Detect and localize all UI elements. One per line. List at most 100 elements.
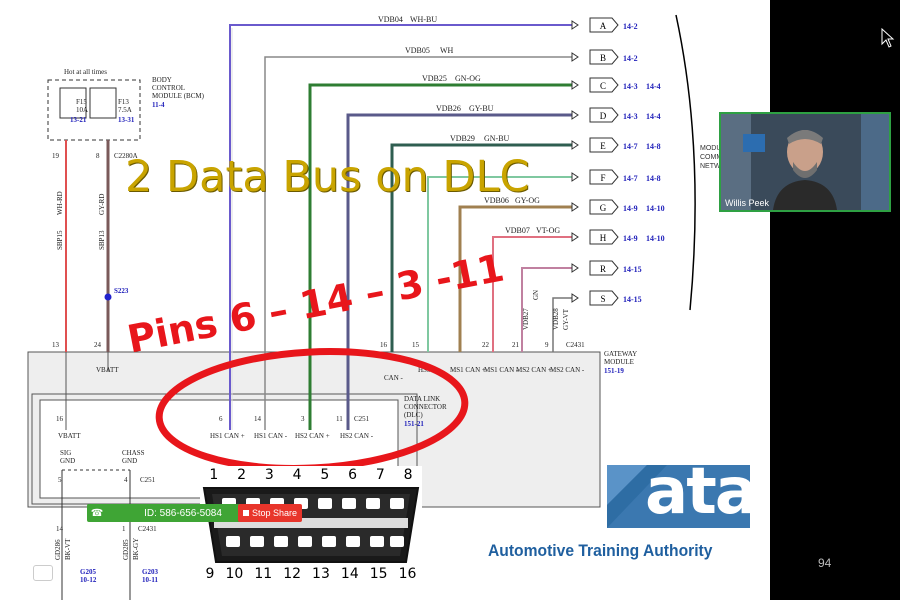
gw-pin-16: 16: [380, 341, 388, 349]
ref-f1: 14-7: [623, 174, 638, 183]
gw-vbatt: VBATT: [96, 366, 119, 374]
dlc-connector: C251: [354, 415, 370, 423]
dlc-pin-11: 11: [336, 415, 343, 423]
g203-ref: 10-11: [142, 576, 158, 584]
gd285-label: GD285: [122, 539, 130, 560]
ref-e1: 14-7: [623, 142, 638, 151]
label-vdb26: VDB26: [436, 104, 461, 113]
obd-pin-num: 5: [320, 467, 330, 483]
ref-c2: 14-4: [646, 82, 661, 91]
bcm-title-1: BODY: [152, 76, 172, 84]
gnd-pin-14: 14: [56, 525, 64, 533]
wire-vdb26: [346, 113, 575, 430]
dlc-hs2-plus: HS2 CAN +: [295, 432, 330, 440]
g205-label: G205: [80, 568, 96, 576]
letter-g: G: [600, 203, 607, 213]
connector-letter-boxes: [589, 17, 619, 306]
dlc-title-1: DATA LINK: [404, 395, 440, 403]
gw-pin-24: 24: [94, 341, 102, 349]
wire-vdb25: [308, 83, 575, 430]
ref-s: 14-15: [623, 295, 642, 304]
gw-pin-13: 13: [52, 341, 60, 349]
wire-vdb05: [264, 56, 575, 430]
wire-vdb07: [492, 236, 575, 352]
gw-ms1-minus: MS1 CAN -: [484, 366, 519, 374]
obd-pin-num: 11: [254, 566, 273, 582]
label-vdb06: VDB06: [484, 196, 509, 205]
fuse-f15: [59, 87, 87, 119]
dlc-pin-6: 6: [219, 415, 223, 423]
slide: A B C D E F G H R S 14-2 14-2 14-3 14-4 …: [0, 0, 770, 600]
participant-video[interactable]: Willis Peek: [719, 112, 891, 212]
gw-connector: C2431: [566, 341, 585, 349]
ref-d2: 14-4: [646, 112, 661, 121]
fuse-f15-name: F15: [76, 98, 87, 106]
bcm-title-2: CONTROL: [152, 84, 185, 92]
ref-a: 14-2: [623, 22, 638, 31]
ref-h1: 14-9: [623, 234, 638, 243]
dlc-gnd-connector: C251: [140, 476, 156, 484]
label-vdb06-color: GY-OG: [515, 196, 540, 205]
ref-c1: 14-3: [623, 82, 638, 91]
dlc-sig-gnd: GND: [60, 457, 75, 465]
wire-sbp15-color: WH-RD: [56, 191, 64, 215]
dlc-sig: SIG: [60, 449, 71, 457]
stop-share-button[interactable]: Stop Share: [238, 504, 302, 522]
meeting-id: ID: 586-656-5084: [144, 507, 222, 519]
fuse-f15-rating: 10A: [76, 106, 88, 114]
gd286-label: GD286: [54, 539, 62, 560]
obd-bottom-numbers: 9 10 11 12 13 14 15 16: [200, 566, 422, 582]
wire-vdb28-label: VDB28: [552, 308, 560, 330]
module-comm-2: COMM: [700, 154, 722, 161]
ref-g1: 14-9: [623, 204, 638, 213]
slideshow-control-icon[interactable]: [33, 565, 53, 581]
dlc-pin-16: 16: [56, 415, 64, 423]
gw-pin-9: 9: [545, 341, 549, 349]
label-vdb04-color: WH-BU: [410, 15, 437, 24]
dlc-hs1-minus: HS1 CAN -: [254, 432, 288, 440]
obd-pin-num: 3: [264, 467, 274, 483]
dlc-ref: 151-21: [404, 420, 424, 428]
label-vdb05: VDB05: [405, 46, 430, 55]
label-vdb29-color: GN-BU: [484, 134, 510, 143]
obd-pin-num: 14: [340, 566, 359, 582]
obd-pin-num: 2: [237, 467, 247, 483]
label-vdb07-color: VT-OG: [536, 226, 560, 235]
obd-pin-num: 13: [312, 566, 330, 582]
bcm-box: [47, 79, 141, 141]
hot-label: Hot at all times: [64, 68, 107, 76]
bcm-title-3: MODULE (BCM): [152, 92, 205, 100]
obd-connector-image: 1 2 3 4 5 6 7 8 9 1: [200, 466, 422, 584]
letter-d: D: [600, 111, 607, 121]
logo-text: ata: [645, 465, 750, 528]
label-vdb29: VDB29: [450, 134, 475, 143]
wire-sbp13-color: GY-RD: [98, 194, 106, 215]
module-comm-1: MODULE: [700, 145, 730, 152]
ref-r: 14-15: [623, 265, 642, 274]
dlc-title-3: (DLC): [404, 411, 423, 419]
gw-pin-22: 22: [482, 341, 490, 349]
wire-vdb06: [458, 205, 575, 352]
wire-vdb29: [390, 143, 575, 352]
g203-label: G203: [142, 568, 158, 576]
label-vdb04: VDB04: [378, 15, 403, 24]
wire-s: [552, 297, 575, 352]
gw-title-2: MODULE: [604, 358, 634, 366]
wire-gn-label: GN: [532, 290, 540, 300]
fuse-f13-name: F13: [118, 98, 129, 106]
wire-gyvt-label: GY-VT: [562, 308, 570, 330]
ref-f2: 14-8: [646, 174, 661, 183]
wire-r: [521, 267, 575, 352]
letter-h: H: [600, 233, 607, 243]
splice-s223: [104, 293, 112, 301]
bcm-pin-19: 19: [52, 152, 60, 160]
gd285-color: BK-GY: [132, 538, 140, 560]
logo-tagline: Automotive Training Authority: [488, 541, 713, 560]
ata-logo: ata: [607, 465, 750, 528]
ref-d1: 14-3: [623, 112, 638, 121]
gw-ref: 151-19: [604, 367, 624, 375]
label-vdb26-color: GY-BU: [469, 104, 494, 113]
fuse-f13-rating: 7.5A: [118, 106, 132, 114]
gw-can-minus: CAN -: [384, 374, 404, 382]
wire-vdb04: [229, 24, 575, 430]
